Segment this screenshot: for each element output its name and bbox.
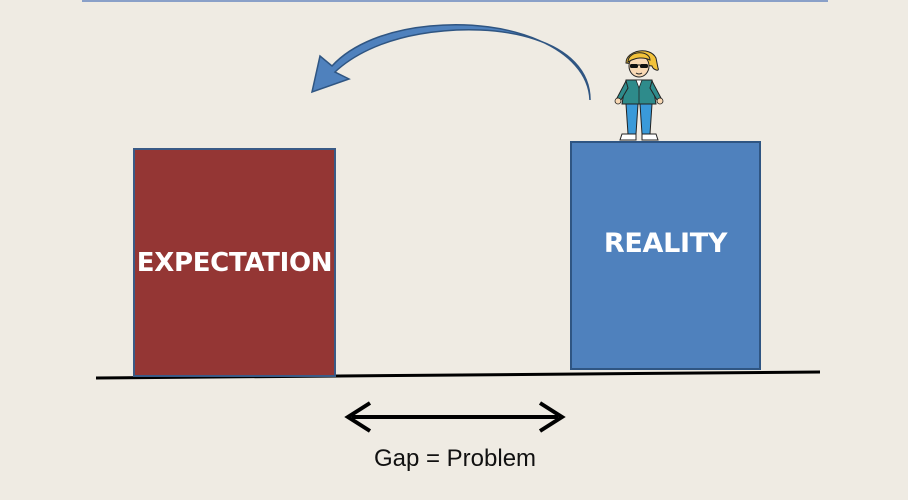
curved-arrow-icon bbox=[310, 24, 591, 101]
reality-label: REALITY bbox=[603, 228, 728, 259]
expectation-label: EXPECTATION bbox=[136, 247, 333, 278]
reality-box: REALITY bbox=[570, 141, 761, 370]
double-arrow-icon bbox=[344, 401, 566, 433]
expectation-box: EXPECTATION bbox=[133, 148, 336, 377]
gap-label: Gap = Problem bbox=[373, 445, 537, 472]
person-figure-icon bbox=[614, 50, 664, 141]
top-divider bbox=[82, 0, 828, 2]
ground-line bbox=[95, 370, 821, 380]
